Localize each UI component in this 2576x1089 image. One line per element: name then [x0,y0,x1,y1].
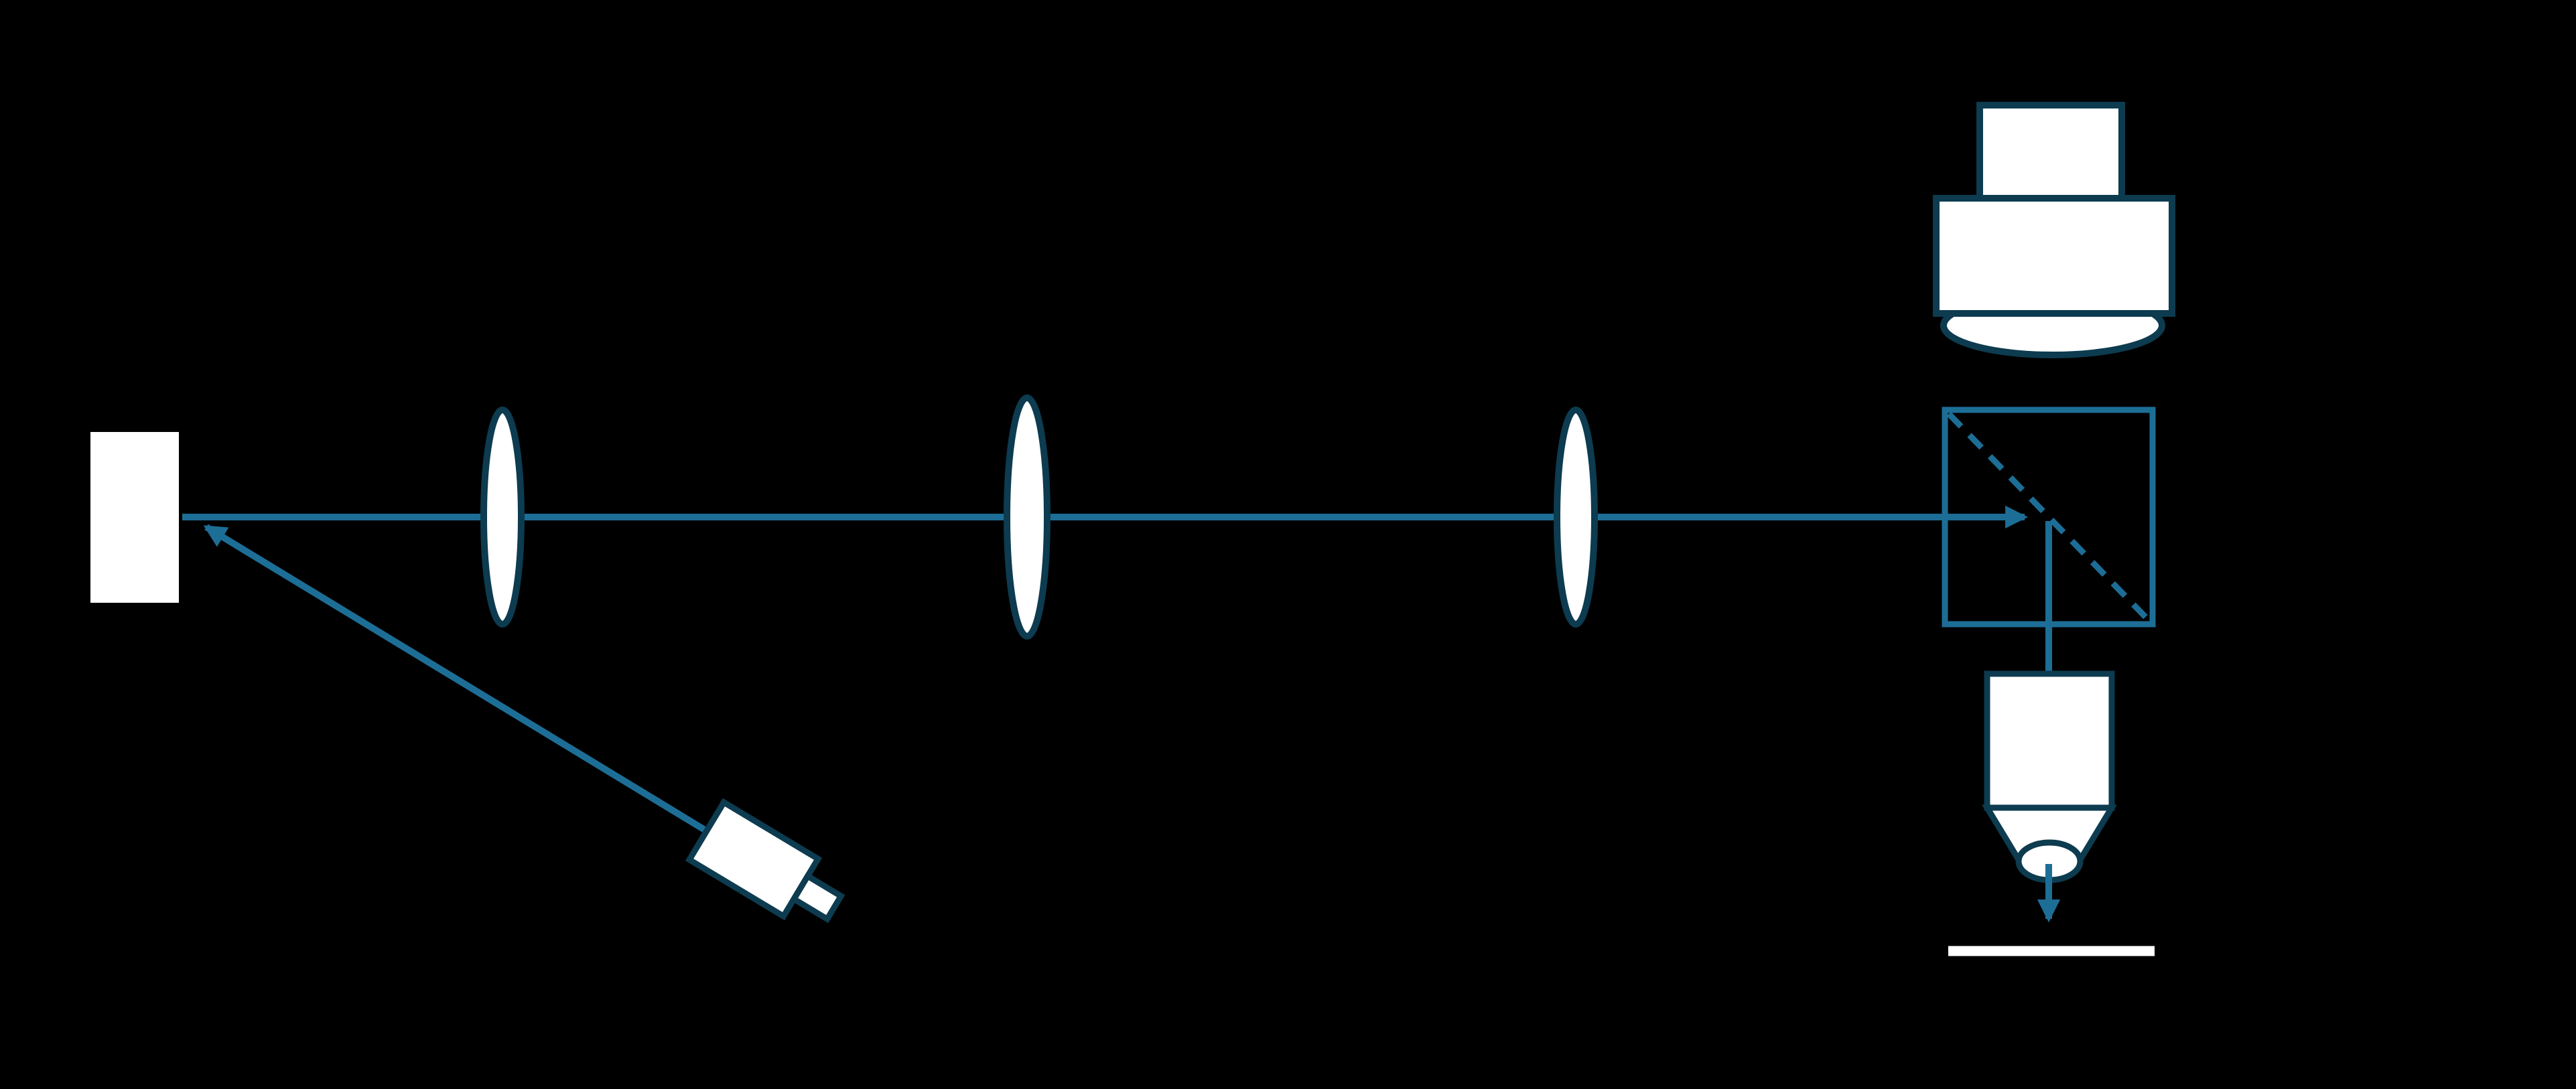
camera [1933,102,2175,358]
camera-top-icon [1976,102,2125,204]
laser-source [685,798,845,924]
objective-body-icon [1984,670,2115,811]
mirror-dmd-panel [90,432,179,603]
relay-lens-1 [480,407,525,628]
beamsplitter-diagonal [1946,411,2151,623]
objective-lens [1982,670,2117,883]
laser-tail-icon [789,871,845,924]
relay-lens-3 [1554,407,1598,628]
camera-body-icon [1933,195,2175,317]
relay-lens-2 [1004,394,1050,640]
beam-laser-to-mirror [203,524,709,834]
